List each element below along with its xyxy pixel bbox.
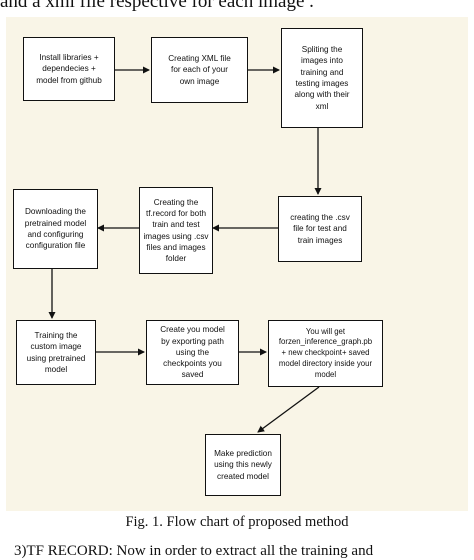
node-split-images: Spliting the images into training and te… [281,28,363,128]
following-text-fragment: 3)TF RECORD: Now in order to extract all… [14,543,374,559]
node-result-graph: You will get forzen_inference_graph.pb +… [268,320,383,387]
arrow-result-to-predict [257,386,320,433]
node-create-xml: Creating XML file for each of your own i… [151,37,248,103]
node-train-model: Training the custom image using pretrain… [16,320,96,385]
node-create-tfrecord: Creating the tf.record for both train an… [139,187,213,274]
node-create-csv: creating the .csv file for test and trai… [278,196,362,262]
node-download-model: Downloading the pretrained model and con… [13,189,98,269]
preceding-text-fragment: and a xml file respective for each image… [0,0,314,12]
figure-caption: Fig. 1. Flow chart of proposed method [125,514,349,530]
node-install-libraries: Install libraries + dependecies + model … [23,37,115,101]
node-make-prediction: Make prediction using this newly created… [205,434,281,496]
node-export-model: Create you model by exporting path using… [146,320,239,385]
